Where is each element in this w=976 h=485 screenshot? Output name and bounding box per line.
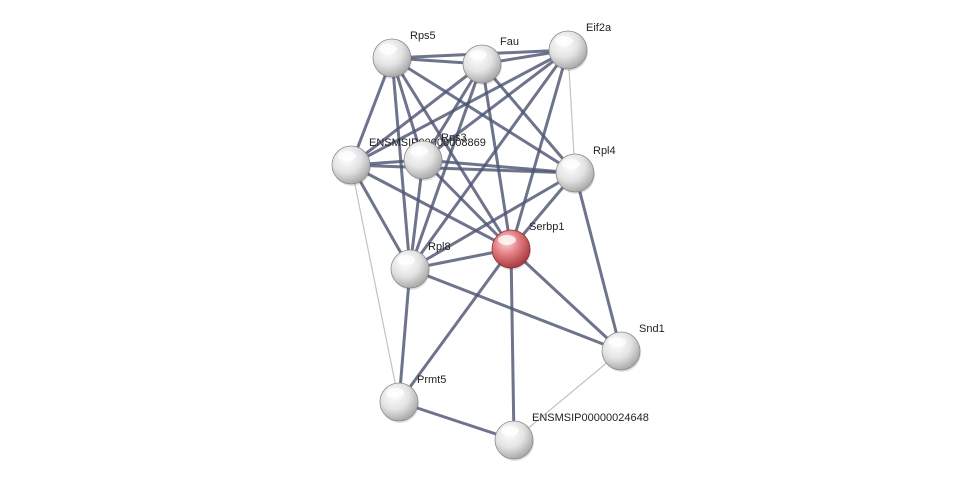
node-rpl8[interactable]: Rpl8 [390,241,451,290]
node-label-rpl8: Rpl8 [428,241,451,253]
edge-eif2a-rpl4 [567,49,576,174]
edge-snd1-ensm2 [513,350,622,441]
edge-serbp1-prmt5 [397,247,513,404]
node-label-rpl4: Rpl4 [593,145,616,157]
node-highlight [501,426,519,436]
node-snd1[interactable]: Snd1 [601,323,665,372]
edge-prmt5-ensm2 [397,400,516,442]
node-label-fau: Fau [500,36,519,48]
edges-layer [349,48,623,442]
edge-rpl4-rpl8 [408,171,577,271]
edge-rps3-rpl4 [421,158,577,175]
node-label-snd1: Snd1 [639,323,665,335]
node-rps3[interactable]: Rps3 [403,132,467,181]
node-rpl4[interactable]: Rpl4 [555,145,616,194]
edge-serbp1-snd1 [509,247,623,353]
node-eif2a[interactable]: Eif2a [548,22,612,71]
edge-fau-rpl8 [408,62,484,271]
edge-fau-serbp1 [480,62,513,251]
node-label-rps5: Rps5 [410,30,436,42]
edge-ensm1-rpl4 [349,163,577,175]
edge-fau-rpl4 [480,62,577,175]
node-label-rps3: Rps3 [441,132,467,144]
node-highlight [379,44,397,54]
edge-ensm1-serbp1 [349,163,513,251]
edge-rps3-serbp1 [421,158,513,251]
edge-eif2a-rps3 [421,48,570,162]
node-rps5[interactable]: Rps5 [372,30,436,79]
node-highlight [386,388,404,398]
node-highlight [338,151,356,161]
node-prmt5[interactable]: Prmt5 [379,374,446,423]
edge-serbp1-ensm2 [509,247,516,442]
node-ensm2[interactable]: ENSMSIP00000024648 [494,412,649,461]
edge-rpl8-snd1 [408,267,623,353]
node-highlight [555,36,573,46]
node-serbp1[interactable]: Serbp1 [491,221,564,270]
edge-rpl4-snd1 [573,171,623,353]
edge-eif2a-serbp1 [509,48,570,251]
edge-fau-ensm1 [349,62,484,167]
node-label-serbp1: Serbp1 [529,221,564,233]
nodes-layer: Rps5FauEif2aENSMSIP00000008869Rps3Rpl4Se… [331,22,665,461]
node-highlight [410,146,428,156]
edge-rps5-rpl8 [390,56,412,271]
node-highlight [397,255,415,265]
node-highlight [608,337,626,347]
edge-eif2a-rpl8 [408,48,570,271]
edge-ensm1-rpl8 [349,163,412,271]
node-highlight [469,50,487,60]
node-highlight [562,159,580,169]
node-highlight [498,235,516,245]
edge-ensm1-prmt5 [350,164,400,403]
edge-eif2a-ensm1 [349,48,570,167]
node-fau[interactable]: Fau [462,36,519,85]
edge-rpl8-prmt5 [397,267,412,404]
node-label-eif2a: Eif2a [586,22,612,34]
node-label-ensm2: ENSMSIP00000024648 [532,412,649,424]
node-label-prmt5: Prmt5 [417,374,446,386]
